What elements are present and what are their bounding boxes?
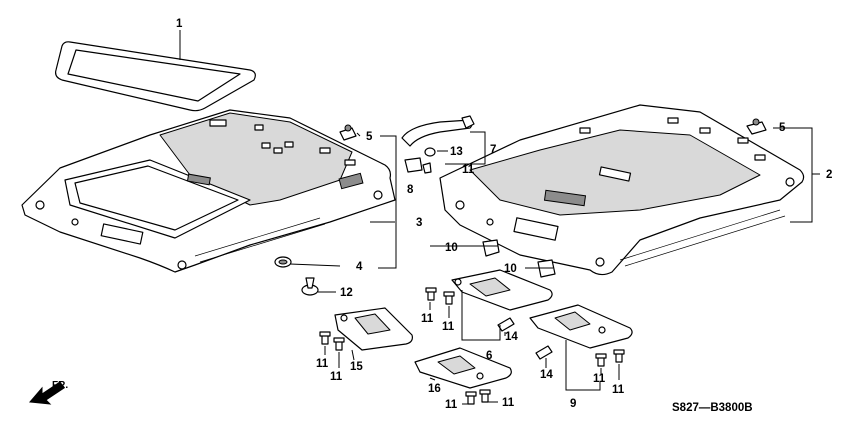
callout-16: 16	[428, 383, 441, 395]
callout-5-right: 5	[779, 122, 786, 134]
callout-11-b: 11	[421, 313, 434, 325]
clip-part-4	[274, 256, 292, 268]
screw-part-11-handle	[422, 162, 432, 174]
lamp-part-14-b	[535, 345, 553, 360]
callout-15: 15	[350, 361, 363, 373]
sunvisor-part-6	[451, 269, 553, 311]
direction-label: FR.	[52, 380, 68, 391]
diagram-code: S827—B3800B	[672, 402, 753, 414]
callout-10-b: 10	[504, 263, 517, 275]
callout-11-c: 11	[442, 321, 455, 333]
callout-3: 3	[416, 217, 422, 229]
callout-11-e: 11	[330, 371, 343, 383]
headliner-sunroof-type	[21, 109, 396, 273]
sunvisor-part-9	[529, 304, 633, 349]
sunvisor-part-16	[414, 347, 512, 389]
cover-part-8	[404, 157, 423, 173]
callout-10-a: 10	[445, 242, 458, 254]
callout-9: 9	[570, 398, 576, 410]
arrow-icon	[28, 381, 65, 405]
clip-part-5-left	[339, 124, 357, 141]
front-direction-arrow: FR.	[28, 380, 68, 405]
callout-5-left: 5	[366, 131, 373, 143]
callout-8: 8	[407, 184, 414, 196]
lamp-part-14-a	[497, 317, 515, 332]
holder-part-10-a	[482, 239, 500, 257]
callout-numbers: 1 2 3 4 5 5 6 7 8 9 10 10 11 11 11 11 11…	[176, 18, 832, 411]
callout-11-handle: 11	[462, 164, 475, 176]
callout-7: 7	[490, 144, 496, 156]
sunroof-frame-seal	[55, 41, 256, 112]
callout-13: 13	[450, 146, 463, 158]
bracket-part-13	[424, 147, 436, 157]
callout-14-a: 14	[505, 331, 518, 343]
callout-4: 4	[356, 261, 363, 273]
clip-part-12	[301, 277, 319, 296]
callout-12: 12	[340, 287, 353, 299]
callout-11-i: 11	[612, 384, 625, 396]
callout-6: 6	[486, 350, 492, 362]
leader-lines	[179, 30, 820, 405]
clip-part-5-right	[746, 118, 767, 135]
screws-part-11	[319, 287, 625, 405]
callout-11-f: 11	[445, 399, 458, 411]
callout-11-g: 11	[502, 397, 515, 409]
callout-14-b: 14	[540, 369, 553, 381]
grab-handle-part-7	[401, 115, 475, 147]
callout-11-d: 11	[316, 358, 329, 370]
callout-11-h: 11	[593, 373, 606, 385]
headliner-standard-type	[439, 104, 805, 276]
sunvisor-part-15	[334, 307, 413, 351]
callout-2: 2	[826, 169, 832, 181]
callout-1: 1	[176, 18, 183, 30]
